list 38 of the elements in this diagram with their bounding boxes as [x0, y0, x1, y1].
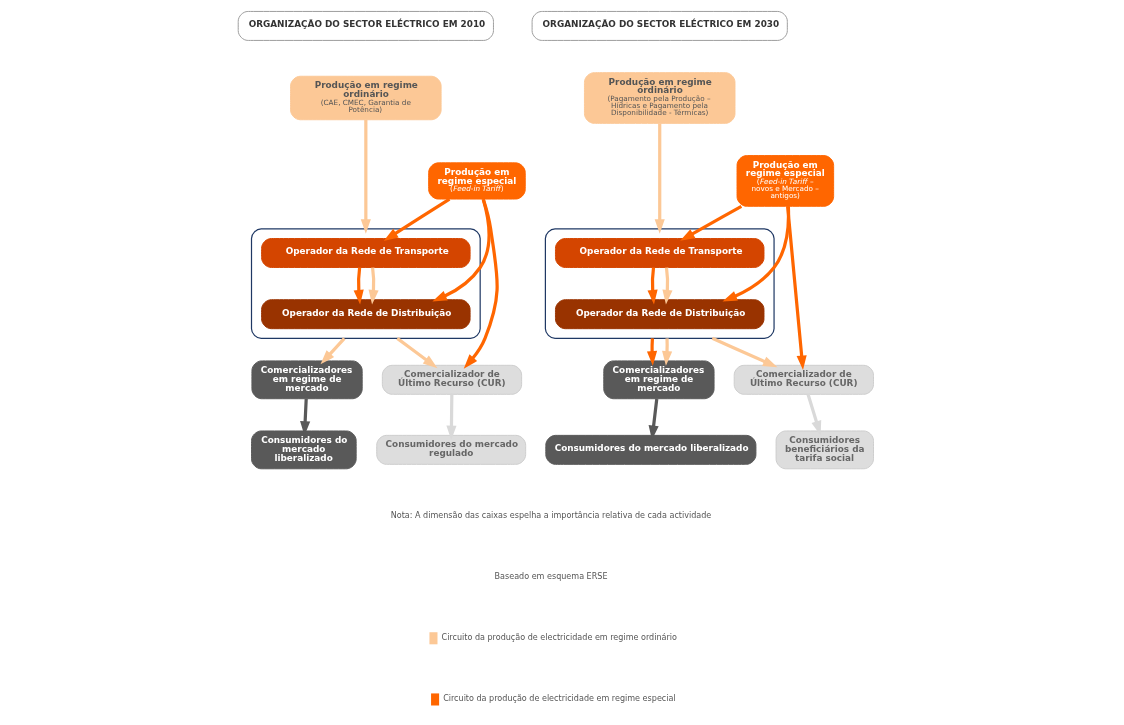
arrow — [654, 123, 665, 234]
arrow — [722, 206, 790, 302]
arrow — [679, 204, 742, 241]
node-box: Produção em regime especial (Feed-in Tariff) — [427, 162, 526, 200]
arrow — [661, 338, 672, 366]
arrow — [360, 119, 371, 234]
label: Nota: A dimensão das caixas espelha a importância relativa de cada actividade — [390, 510, 711, 520]
node-box: Consumidores do mercado liberalizado — [544, 434, 756, 465]
arrow — [383, 197, 450, 241]
node-box: Operador da Rede de Distribuição — [554, 299, 764, 330]
node-box: Produção em regime especial (Feed-in Tariff – novos e Mercado – antigos) — [736, 155, 834, 207]
node-box: Comercializador de Último Recurso (CUR) — [733, 364, 874, 395]
arrow — [785, 206, 807, 371]
node-box: Operador da Rede de Distribuição — [260, 299, 471, 330]
arrow — [646, 338, 657, 366]
arrow — [353, 267, 364, 305]
arrow — [463, 198, 499, 369]
node-box: Comercializadores em regime de mercado — [250, 360, 363, 400]
node-box: Consumidores do mercado liberalizado — [250, 430, 357, 470]
label: Baseado em esquema ERSE — [494, 571, 608, 581]
arrow — [368, 267, 379, 305]
node-box: Consumidores do mercado regulado — [375, 434, 526, 465]
node-box: Produção em regime ordinário (CAE, CMEC, Garantia de Potência) — [289, 75, 442, 121]
node-box: Produção em regime ordinário (Pagamento pela Produção – Hídricas e Pagamento pela Disponibilidade - Térmicas) — [583, 72, 735, 124]
arrow — [711, 336, 777, 368]
legend-label: Circuito da produção de electricidade em regime especial — [442, 694, 676, 704]
node-box: Comercializador de Último Recurso (CUR) — [381, 364, 522, 395]
node-box: Consumidores beneficiários da tarifa social — [775, 430, 874, 470]
node-box: ORGANIZAÇÃO DO SECTOR ELÉCTRICO EM 2010 — [237, 10, 494, 41]
arrow — [395, 337, 437, 369]
legend-label: Circuito da produção de electricidade em regime ordinário — [441, 633, 677, 643]
node-box: Comercializadores em regime de mercado — [602, 360, 715, 400]
node-box: Operador da Rede de Transporte — [554, 238, 764, 268]
arrow — [320, 337, 346, 365]
arrow — [661, 267, 673, 305]
node-box: Operador da Rede de Transporte — [260, 238, 471, 268]
arrow — [647, 267, 658, 305]
node-box: ORGANIZAÇÃO DO SECTOR ELÉCTRICO EM 2030 — [531, 10, 788, 41]
